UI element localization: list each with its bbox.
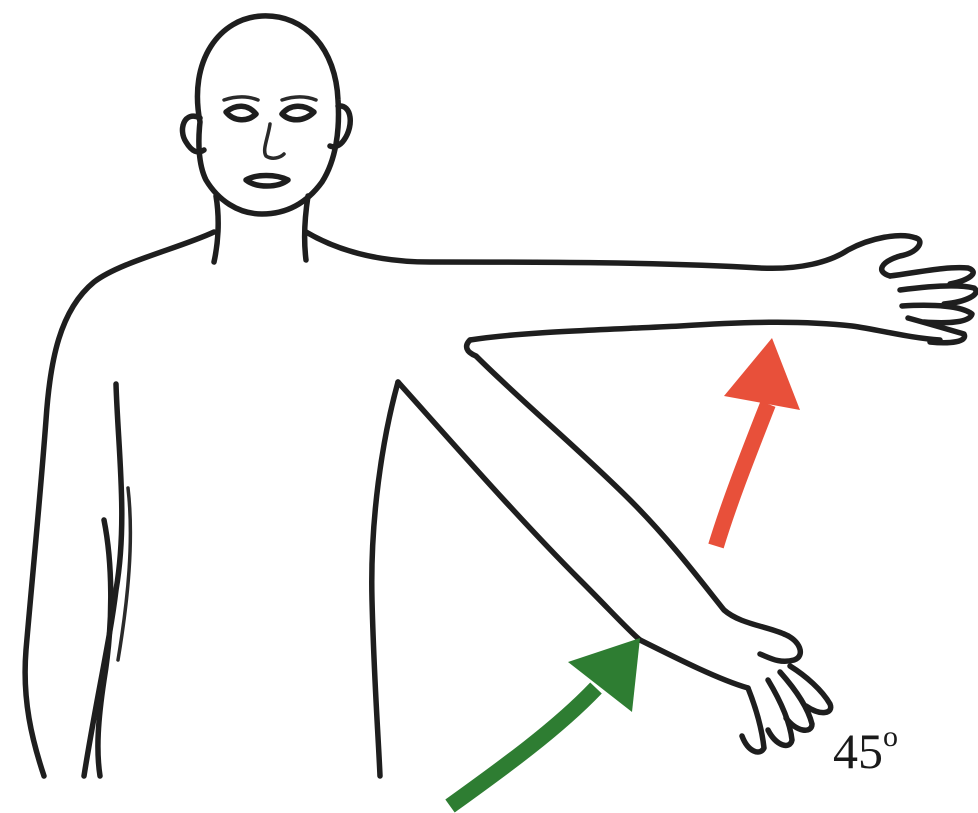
angle-value: 45 xyxy=(833,723,883,779)
left-eye xyxy=(226,106,256,120)
torso-and-raised-arm xyxy=(25,232,976,776)
raise-arrow xyxy=(716,338,800,546)
right-eye xyxy=(282,106,314,120)
nose xyxy=(265,124,284,158)
mouth xyxy=(246,176,288,187)
left-brow xyxy=(224,97,258,100)
right-brow xyxy=(282,97,316,100)
angle-unit: o xyxy=(883,720,898,753)
angle-label: 45o xyxy=(833,722,898,776)
head xyxy=(182,16,350,214)
start-arrow xyxy=(450,638,640,806)
